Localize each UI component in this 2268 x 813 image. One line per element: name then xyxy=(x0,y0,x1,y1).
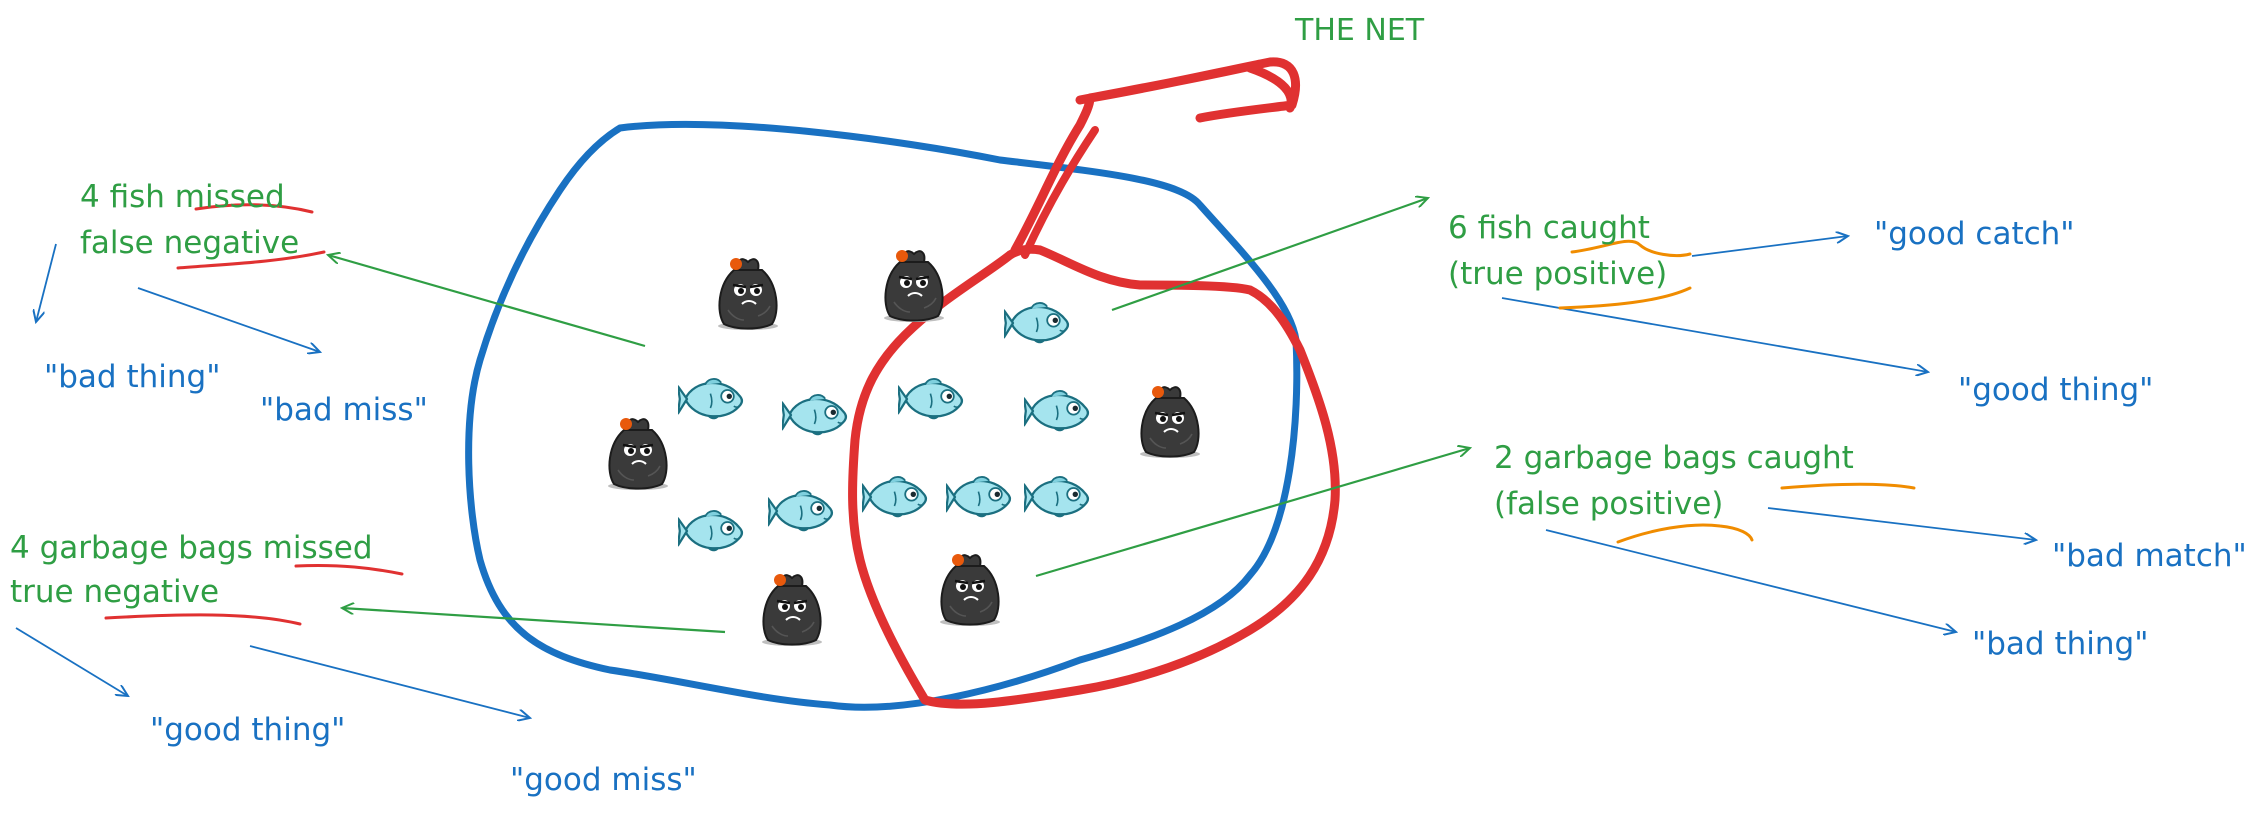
bags-missed-title: 4 garbage bags missed xyxy=(10,530,373,566)
false-negative-label: false negative xyxy=(80,225,299,261)
quote-bad-thing-right: "bad thing" xyxy=(1972,626,2148,662)
arrow-bags-caught xyxy=(1035,448,1470,578)
underline-missed-bags xyxy=(294,563,404,576)
garbage-bag-icon xyxy=(760,572,824,646)
arrow-bad-match xyxy=(1767,507,2036,540)
underline-negative-fish xyxy=(176,250,326,270)
garbage-bag-icon xyxy=(1138,384,1202,458)
arrow-bad-thing-left xyxy=(36,243,57,322)
fish-icon xyxy=(862,475,928,519)
garbage-bag-icon xyxy=(882,248,946,322)
net-handle xyxy=(1010,57,1300,255)
arrow-fish-caught xyxy=(1111,198,1428,312)
fish-icon xyxy=(1024,389,1090,433)
true-negative-label: true negative xyxy=(10,574,219,610)
garbage-bag-icon xyxy=(938,552,1002,626)
quote-bad-thing-left: "bad thing" xyxy=(44,359,220,395)
fish-icon xyxy=(678,377,744,421)
net-outline xyxy=(848,244,1340,709)
false-positive-label: (false positive) xyxy=(1494,486,1723,522)
underline-negative-bags xyxy=(104,613,302,626)
net-handle-inner xyxy=(1021,126,1099,259)
quote-good-miss: "good miss" xyxy=(510,762,697,798)
fish-caught-title: 6 fish caught xyxy=(1448,210,1650,246)
quote-bad-match: "bad match" xyxy=(2052,538,2247,574)
underline-positive-bags xyxy=(1616,523,1754,544)
fish-icon xyxy=(946,475,1012,519)
underline-missed-fish xyxy=(194,203,314,214)
arrow-bags-missed xyxy=(342,608,726,634)
fish-icon xyxy=(782,393,848,437)
garbage-bag-icon xyxy=(606,416,670,490)
quote-good-thing-left: "good thing" xyxy=(150,712,345,748)
net-label: THE NET xyxy=(1294,13,1425,48)
quote-good-thing-right: "good thing" xyxy=(1958,372,2153,408)
arrow-bad-thing-right xyxy=(1545,529,1956,632)
fish-icon xyxy=(1004,301,1070,345)
underline-caught-bags xyxy=(1780,482,1916,490)
quote-good-catch: "good catch" xyxy=(1874,216,2075,252)
arrow-good-catch xyxy=(1691,236,1848,257)
blue-boundary xyxy=(465,120,1301,711)
arrow-good-thing-right xyxy=(1501,297,1928,372)
bags-caught-title: 2 garbage bags caught xyxy=(1494,440,1854,476)
fish-icon xyxy=(898,377,964,421)
fish-missed-title: 4 fish missed xyxy=(80,179,285,215)
underline-positive-fish xyxy=(1558,286,1692,310)
arrow-good-thing-left xyxy=(15,627,128,696)
arrow-good-miss xyxy=(249,645,530,718)
arrow-fish-missed xyxy=(328,255,646,348)
fish-icon xyxy=(768,489,834,533)
garbage-bag-icon xyxy=(716,256,780,330)
true-positive-label: (true positive) xyxy=(1448,256,1667,292)
underline-caught-fish xyxy=(1570,239,1692,258)
quote-bad-miss: "bad miss" xyxy=(260,392,428,428)
arrow-bad-miss xyxy=(137,287,320,352)
fish-icon xyxy=(1024,475,1090,519)
fish-icon xyxy=(678,509,744,553)
